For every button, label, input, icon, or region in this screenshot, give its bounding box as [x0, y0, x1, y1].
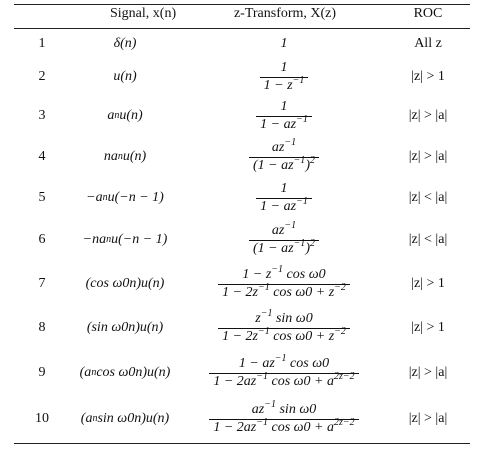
transform-denominator: 1 − 2z−1 cos ω0 + z−2 [218, 282, 350, 301]
row-roc: |z| > |a| [408, 411, 448, 426]
row-number: 2 [38, 69, 46, 84]
transform-numerator: 1 − z−1 cos ω0 [242, 263, 326, 282]
table-top-rule [14, 4, 470, 5]
transform-denominator: (1 − az−1)2 [249, 238, 319, 257]
transform-denominator: 1 − 2az−1 cos ω0 + a2z−2 [209, 371, 359, 390]
row-number: 9 [38, 365, 46, 380]
row-number: 5 [38, 190, 46, 205]
transform-numerator: az−1 [271, 136, 297, 155]
transform-numerator: az−1 sin ω0 [251, 398, 317, 417]
row-roc: |z| > 1 [411, 69, 445, 84]
row-signal: (sin ω0n)u(n) [86, 320, 164, 335]
row-roc: |z| > 1 [411, 276, 445, 291]
row-roc: |z| < |a| [408, 232, 448, 247]
transform-denominator: 1 − 2z−1 cos ω0 + z−2 [218, 326, 350, 345]
row-number: 6 [38, 232, 46, 247]
row-number: 8 [38, 320, 46, 335]
transform-denominator: 1 − z−1 [259, 75, 309, 94]
table-bottom-rule [14, 443, 470, 444]
transform-numerator: 1 − az−1 cos ω0 [238, 352, 330, 371]
table-row: 1 δ(n) 1 All z [0, 30, 484, 58]
row-number: 3 [38, 108, 46, 123]
row-roc: |z| > |a| [408, 108, 448, 123]
header-roc: ROC [413, 6, 443, 21]
transform-denominator: 1 − az−1 [256, 196, 312, 215]
header-transform: z-Transform, X(z) [233, 6, 337, 21]
row-roc: All z [414, 36, 442, 51]
row-transform: az−1(1 − az−1)2 [190, 136, 378, 178]
row-roc: |z| > |a| [408, 149, 448, 164]
transform-denominator: 1 − 2az−1 cos ω0 + a2z−2 [209, 417, 359, 436]
header-signal: Signal, x(n) [110, 6, 177, 21]
row-number: 4 [38, 149, 46, 164]
row-transform: 1 [280, 36, 288, 51]
transform-numerator: z−1 sin ω0 [255, 307, 313, 326]
row-roc: |z| > 1 [411, 320, 445, 335]
row-roc: |z| > |a| [408, 365, 448, 380]
row-transform: az−1(1 − az−1)2 [190, 218, 378, 262]
row-number: 10 [35, 411, 49, 426]
row-number: 1 [38, 36, 46, 51]
row-roc: |z| < |a| [408, 190, 448, 205]
transform-numerator: 1 [280, 59, 288, 75]
transform-denominator: 1 − az−1 [256, 114, 312, 133]
transform-numerator: 1 [280, 98, 288, 114]
header-rule [14, 28, 470, 29]
row-signal: u(n) [113, 69, 137, 84]
transform-denominator: (1 − az−1)2 [249, 155, 319, 174]
row-signal: (cos ω0n)u(n) [85, 276, 165, 291]
transform-numerator: 1 [280, 180, 288, 196]
row-number: 7 [38, 276, 46, 291]
row-signal: δ(n) [113, 36, 137, 51]
transform-numerator: az−1 [271, 219, 297, 238]
